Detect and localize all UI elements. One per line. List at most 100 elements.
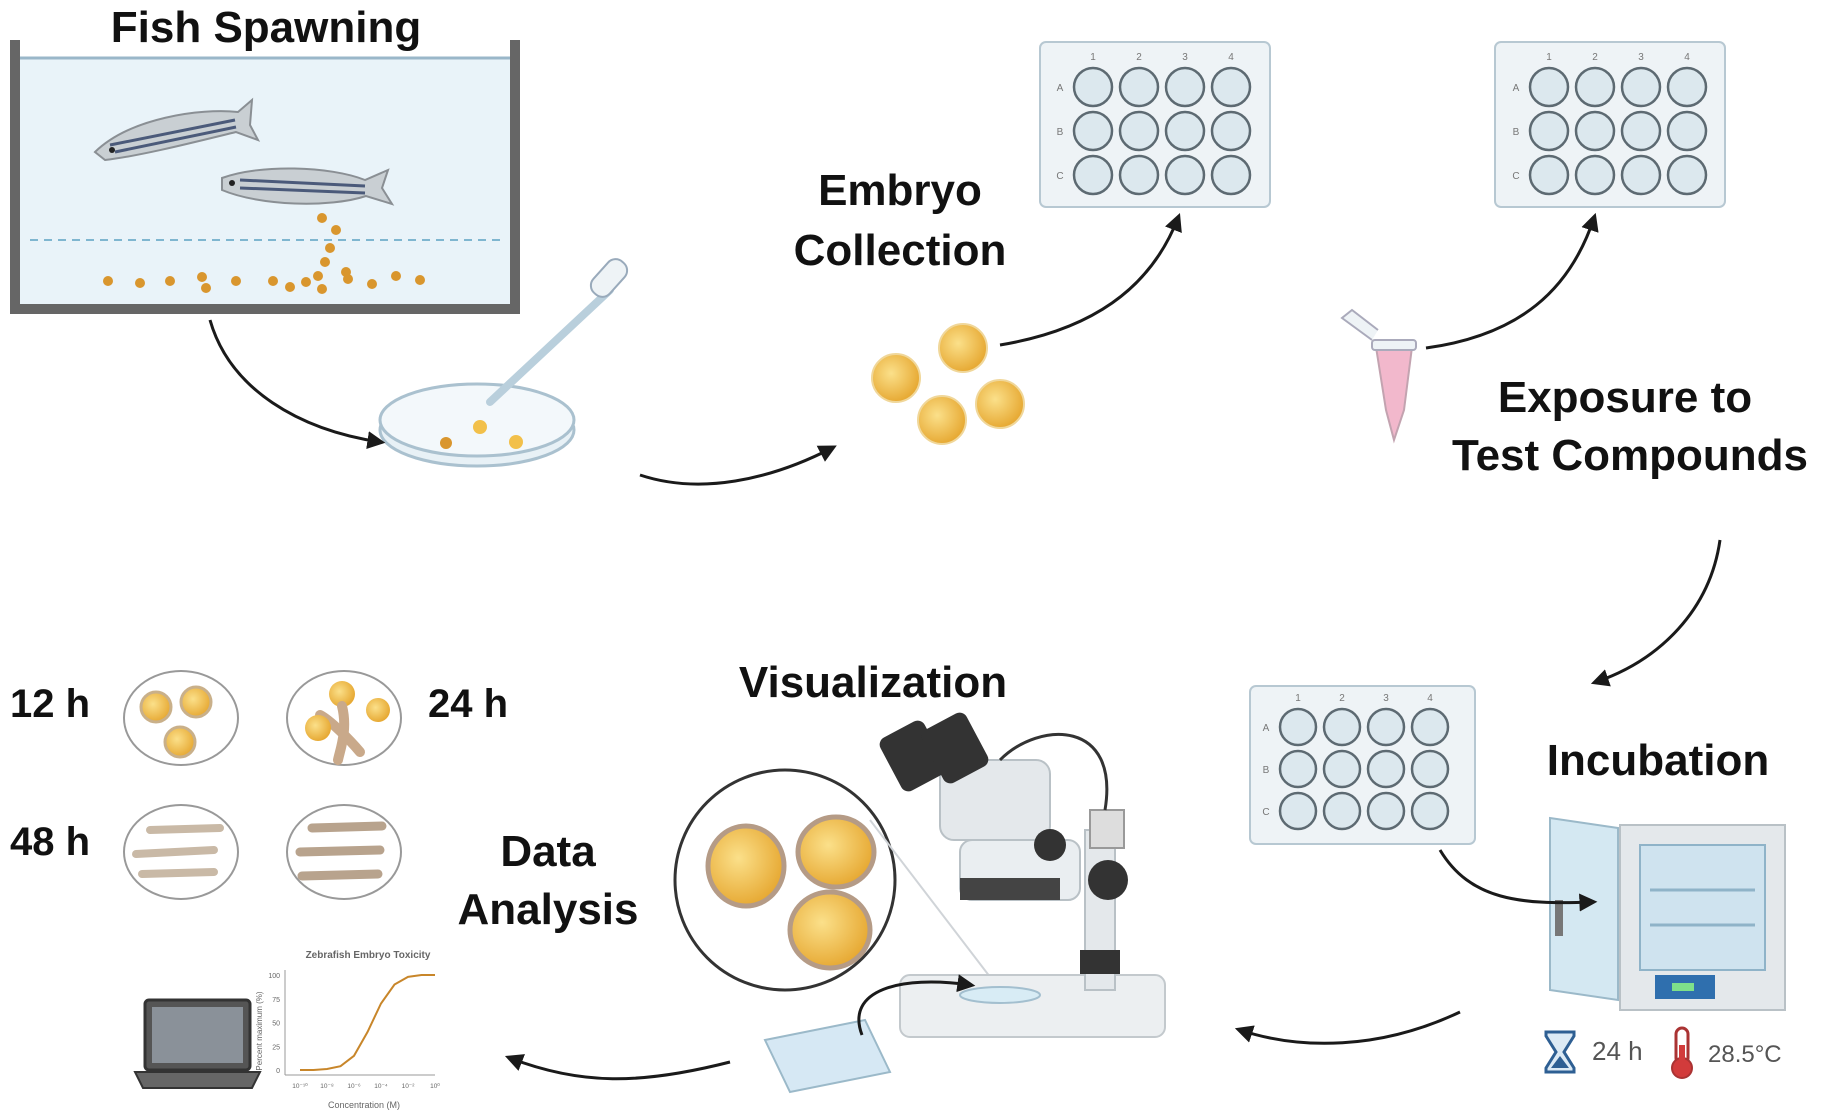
petri-dish: [378, 382, 576, 468]
well-plate-small: [763, 1018, 892, 1094]
embryos-24h: [286, 670, 402, 766]
arrow-plate-to-incubator: [1438, 849, 1598, 912]
plate1-row-label: C: [1056, 171, 1063, 182]
arrow-incubator-to-visualization: [1234, 1010, 1461, 1045]
plate3-well: [1278, 749, 1318, 789]
plate3-well: [1278, 707, 1318, 747]
plate1-col-label: 3: [1182, 52, 1188, 63]
plate1-well: [1210, 110, 1252, 152]
plate2-col-label: 2: [1592, 52, 1598, 63]
chart-xtick-label: 10⁻⁴: [374, 1083, 388, 1090]
visualization-title: Visualization: [739, 658, 1007, 707]
arrow-tank-to-dish: [208, 319, 386, 450]
plate3-row-label: B: [1263, 765, 1270, 776]
plate2-well: [1528, 66, 1570, 108]
plate1-well: [1210, 154, 1252, 196]
plate3-col-label: 2: [1339, 693, 1345, 704]
data-analysis-title-line1: Data: [500, 827, 596, 876]
plate1-well: [1072, 110, 1114, 152]
plate3-well: [1366, 749, 1406, 789]
fish-eggs: [103, 213, 425, 294]
plate1-well: [1118, 154, 1160, 196]
plate3-row-label: C: [1262, 807, 1269, 818]
laptop-icon: [133, 998, 262, 1089]
plate2-well: [1620, 66, 1662, 108]
incubation-temperature: 28.5°C: [1708, 1041, 1782, 1068]
plate2-well: [1574, 66, 1616, 108]
chart-ytick-label: 25: [272, 1044, 280, 1051]
plate2-well: [1666, 66, 1708, 108]
plate2-well: [1574, 110, 1616, 152]
plate3-row-label: A: [1263, 723, 1270, 734]
chart-ylabel: Percent maximum (%): [255, 991, 264, 1070]
plate2-well: [1574, 154, 1616, 196]
timepoint-label-12h: 12 h: [10, 682, 90, 726]
well-plate-1: 1 2 3 4A B C: [1039, 41, 1271, 208]
plate3-well: [1322, 707, 1362, 747]
incubation-time: 24 h: [1592, 1036, 1643, 1066]
plate1-well: [1164, 66, 1206, 108]
chart-ytick-label: 75: [272, 997, 280, 1004]
plate1-col-label: 2: [1136, 52, 1142, 63]
chart-xtick-label: 10⁰: [430, 1082, 440, 1090]
chart-ytick-label: 100: [268, 973, 280, 980]
plate1-well: [1072, 154, 1114, 196]
microscope-icon: [879, 712, 1166, 1038]
chart-title: Zebrafish Embryo Toxicity: [306, 950, 431, 961]
incubator-icon: [1549, 816, 1786, 1011]
plate1-well: [1072, 66, 1114, 108]
plate1-col-label: 1: [1090, 52, 1096, 63]
chart-xtick-label: 10⁻⁸: [320, 1083, 334, 1090]
plate3-col-label: 4: [1427, 693, 1433, 704]
plate3-well: [1410, 707, 1450, 747]
plate1-well: [1164, 110, 1206, 152]
plate3-well: [1366, 707, 1406, 747]
arrow-exposure-to-incubation: [1590, 539, 1722, 687]
arrow-plate-to-stage: [857, 974, 976, 1036]
plate2-col-label: 1: [1546, 52, 1552, 63]
plate2-well: [1620, 154, 1662, 196]
plate1-col-label: 4: [1228, 52, 1234, 63]
plate2-col-label: 3: [1638, 52, 1644, 63]
hourglass-icon: [1544, 1030, 1576, 1074]
plate2-well: [1666, 154, 1708, 196]
plate1-row-label: A: [1057, 83, 1064, 94]
arrow-embryos-to-plate: [999, 212, 1182, 347]
embryos: [871, 323, 1025, 445]
chart-ytick-label: 0: [276, 1068, 280, 1075]
larvae-48h-treated: [286, 804, 402, 900]
plate2-row-label: C: [1512, 171, 1519, 182]
incubation-title: Incubation: [1547, 736, 1769, 785]
zebrafish-icon: [221, 167, 395, 206]
embryo-collection-title-line2: Collection: [794, 226, 1007, 275]
plate3-col-label: 3: [1383, 693, 1389, 704]
exposure-title-line2: Test Compounds: [1452, 431, 1808, 480]
arrow-tube-to-plate: [1425, 212, 1599, 350]
embryo-collection-title-line1: Embryo: [818, 166, 982, 215]
plate2-well: [1528, 110, 1570, 152]
plate2-row-label: A: [1513, 83, 1520, 94]
zebrafish-icon: [93, 97, 261, 162]
plate3-well: [1278, 791, 1318, 831]
timepoint-label-24h: 24 h: [428, 682, 508, 726]
chart-xtick-label: 10⁻¹⁰: [292, 1082, 308, 1090]
fish-spawning-title: Fish Spawning: [111, 3, 421, 52]
plate2-col-label: 4: [1684, 52, 1690, 63]
plate1-well: [1118, 66, 1160, 108]
arrow-dish-to-collection: [639, 445, 837, 486]
chart-xlabel: Concentration (M): [328, 1100, 400, 1110]
toxicity-chart: Zebrafish Embryo Toxicity Percent maximu…: [255, 950, 440, 1110]
plate3-well: [1410, 791, 1450, 831]
microtube-icon: [1340, 308, 1417, 444]
thermometer-icon: [1671, 1026, 1693, 1079]
magnified-embryos-view: [673, 768, 1001, 992]
plate2-well: [1620, 110, 1662, 152]
spawning-tank: [10, 40, 520, 314]
plate3-well: [1322, 749, 1362, 789]
plate1-well: [1164, 154, 1206, 196]
chart-xtick-label: 10⁻²: [402, 1083, 416, 1090]
pipette-icon: [486, 258, 629, 406]
plate1-row-label: B: [1057, 127, 1064, 138]
